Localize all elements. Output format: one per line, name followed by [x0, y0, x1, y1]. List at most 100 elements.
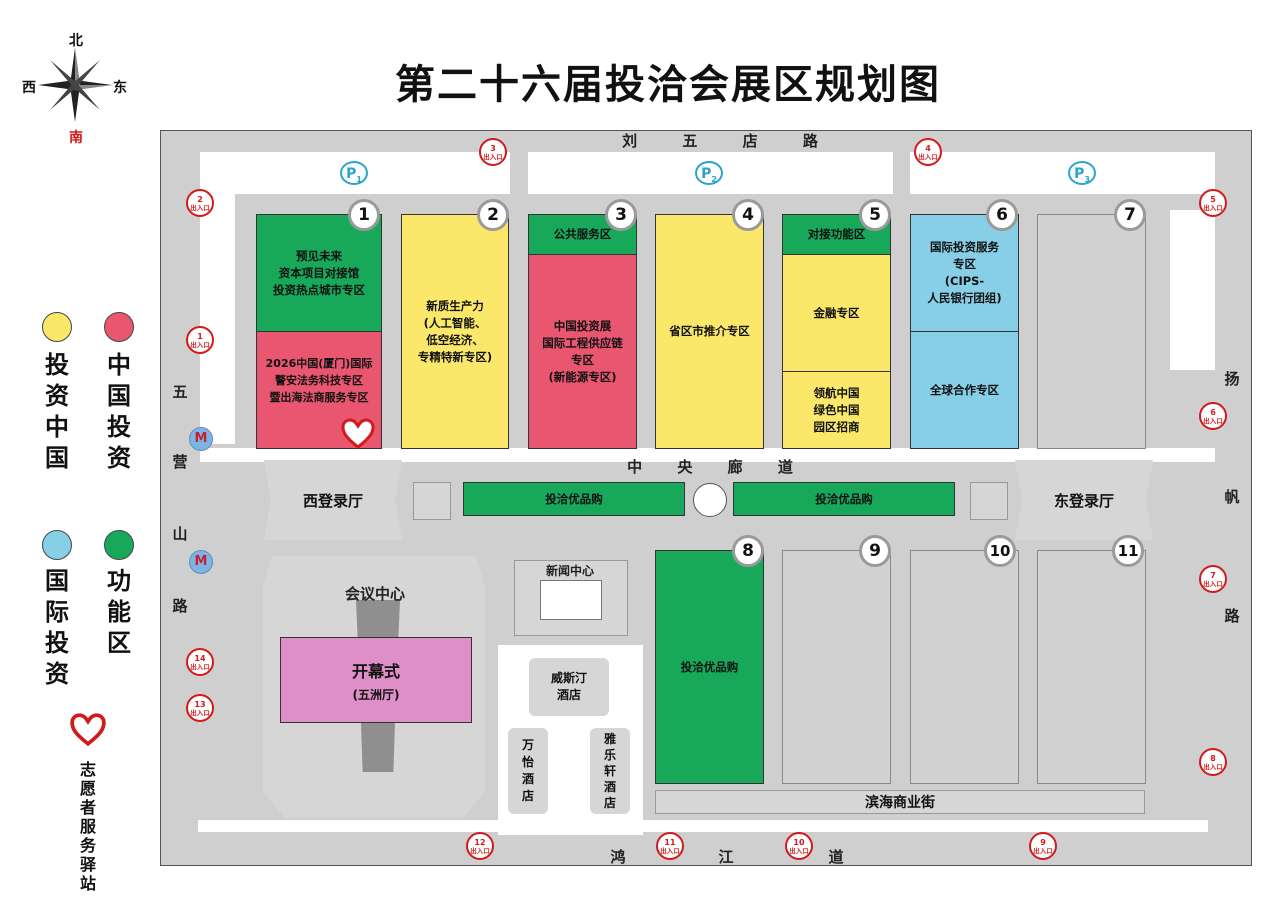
compass-west: 西: [22, 80, 36, 96]
exit-number: 5: [1210, 195, 1216, 204]
road-east-label-2: 帆: [1224, 488, 1240, 506]
press-center-label: 新闻中心: [545, 564, 594, 578]
conference-center-label: 会议中心: [344, 585, 405, 603]
zone-green-park: 领航中国 绿色中国 园区招商: [783, 372, 890, 448]
east-lobby[interactable]: 东登录厅: [1015, 460, 1153, 540]
road-west-label-3: 山: [172, 525, 188, 543]
hall-number-10: 10: [984, 535, 1016, 567]
hall-number-11: 11: [1112, 535, 1144, 567]
exit-label: 出入口: [1203, 580, 1223, 588]
parking-p2-icon[interactable]: P2: [695, 161, 723, 185]
hall-6[interactable]: 国际投资服务 专区 (CIPS- 人民银行团组) 全球合作专区: [910, 214, 1019, 449]
parking-lot-p3: [910, 152, 1215, 194]
page-title: 第二十六届投洽会展区规划图: [395, 62, 941, 108]
exit-number: 4: [925, 144, 931, 153]
west-inner-road: [200, 194, 235, 444]
heart-icon: [70, 713, 106, 747]
parking-p3-label: P: [1074, 166, 1085, 182]
west-lobby[interactable]: 西登录厅: [264, 460, 402, 540]
hall-9[interactable]: [782, 550, 891, 784]
west-lobby-label: 西登录厅: [302, 491, 363, 510]
legend-label-invest-china: 投 资 中 国: [45, 351, 69, 472]
wanyi-hotel-label: 万 怡 酒 店: [521, 738, 534, 803]
press-center-window: [540, 580, 602, 620]
parking-p2-label: P: [701, 166, 712, 182]
compass-north: 北: [69, 33, 83, 49]
parking-p1-label: P: [346, 166, 357, 182]
exit-label: 出入口: [190, 663, 210, 671]
exit-label: 出入口: [190, 709, 210, 717]
exit-label: 出入口: [789, 847, 809, 855]
heart-icon[interactable]: [341, 418, 375, 450]
hall-number-2: 2: [477, 199, 509, 231]
opening-ceremony-hall[interactable]: 开幕式 (五洲厅): [280, 637, 472, 723]
legend-swatch-red: [104, 312, 134, 342]
hall-7[interactable]: [1037, 214, 1146, 449]
yalexuan-hotel[interactable]: 雅 乐 轩 酒 店: [590, 728, 630, 814]
legend-swatch-green: [104, 530, 134, 560]
east-inner-road: [1170, 210, 1215, 370]
zone-text: 国际投资服务 专区 (CIPS- 人民银行团组): [927, 240, 1002, 305]
zone-text: 2026中国(厦门)国际 警安法务科技专区 暨出海法商服务专区: [265, 356, 373, 404]
road-south-label-3: 道: [828, 848, 844, 866]
exit-number: 8: [1210, 754, 1216, 763]
hall-3[interactable]: 公共服务区 中国投资展 国际工程供应链 专区 (新能源专区): [528, 214, 637, 449]
parking-p1-icon[interactable]: P1: [340, 161, 368, 185]
zone-text: 中国投资展 国际工程供应链 专区 (新能源专区): [542, 318, 623, 384]
compass-south: 南: [69, 130, 83, 146]
exit-label: 出入口: [1203, 417, 1223, 425]
hall-1[interactable]: 预见未来 资本项目对接馆 投资热点城市专区 2026中国(厦门)国际 警安法务科…: [256, 214, 382, 449]
metro-icon[interactable]: M: [189, 427, 213, 451]
hall-number-3: 3: [605, 199, 637, 231]
road-south-label-2: 江: [718, 848, 734, 866]
zone-text: 投洽优品购: [680, 659, 739, 674]
road-east-label-1: 扬: [1224, 370, 1240, 388]
binhai-commercial-street[interactable]: 滨海商业街: [655, 790, 1145, 814]
parking-p3-icon[interactable]: P3: [1068, 161, 1096, 185]
zone-new-productivity: 新质生产力 (人工智能、 低空经济、 专精特新专区): [402, 215, 508, 448]
westin-hotel[interactable]: 威斯汀 酒店: [529, 658, 609, 716]
hall-10[interactable]: [910, 550, 1019, 784]
metro-icon[interactable]: M: [189, 550, 213, 574]
hall-5[interactable]: 对接功能区 金融专区 领航中国 绿色中国 园区招商: [782, 214, 891, 449]
compass-rose-icon: [38, 48, 112, 122]
hall-11[interactable]: [1037, 550, 1146, 784]
zone-text: 金融专区: [813, 305, 860, 320]
hall-8[interactable]: 投洽优品购: [655, 550, 764, 784]
opening-label: 开幕式: [351, 661, 400, 681]
compass: 北 南 东 西: [20, 30, 130, 146]
wanyi-hotel[interactable]: 万 怡 酒 店: [508, 728, 548, 814]
hall-number-8: 8: [732, 535, 764, 567]
compass-east: 东: [113, 80, 127, 96]
hall-2[interactable]: 新质生产力 (人工智能、 低空经济、 专精特新专区): [401, 214, 509, 449]
zone-text: 对接功能区: [807, 227, 866, 241]
exit-number: 7: [1210, 571, 1216, 580]
legend-swatch-blue: [42, 530, 72, 560]
road-east-label-3: 路: [1224, 607, 1240, 625]
exit-number: 3: [490, 144, 496, 153]
exit-number: 12: [474, 838, 486, 847]
zone-text: 领航中国 绿色中国 园区招商: [813, 385, 860, 434]
hall-number-1: 1: [348, 199, 380, 231]
corridor-shop-right[interactable]: 投洽优品购: [733, 482, 955, 516]
zone-china-investment: 中国投资展 国际工程供应链 专区 (新能源专区): [529, 255, 636, 448]
road-north-label: 刘 五 店 路: [622, 132, 818, 150]
corridor-shop-left[interactable]: 投洽优品购: [463, 482, 685, 516]
exit-label: 出入口: [470, 847, 490, 855]
exit-label: 出入口: [1203, 204, 1223, 212]
hall-4[interactable]: 省区市推介专区: [655, 214, 764, 449]
